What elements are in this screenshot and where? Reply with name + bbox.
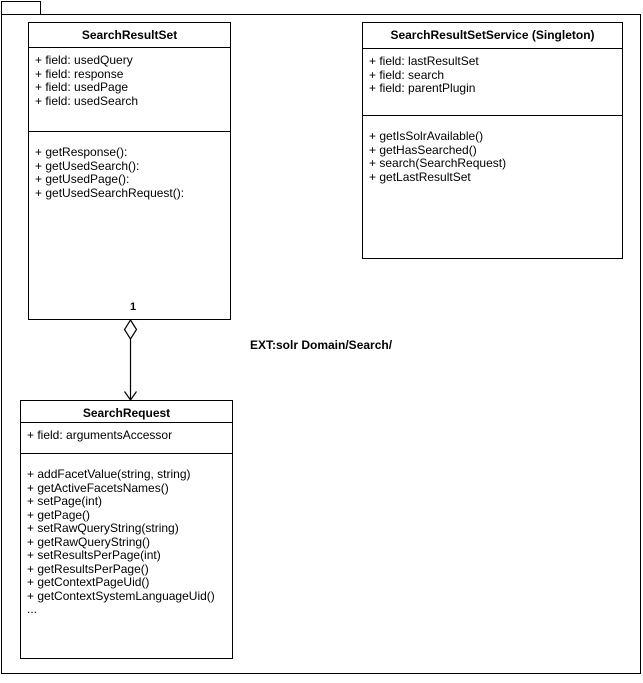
field-row: + field: usedQuery bbox=[35, 53, 133, 67]
field-row: + field: lastResultSet bbox=[369, 54, 479, 68]
field-row: + field: parentPlugin bbox=[369, 81, 476, 95]
methods-compartment: + getResponse():+ getUsedSearch():+ getU… bbox=[29, 131, 230, 319]
class-box-searchresultsetservice[interactable]: SearchResultSetService (Singleton) + fie… bbox=[362, 22, 623, 259]
methods-compartment: + getIsSolrAvailable()+ getHasSearched()… bbox=[363, 115, 622, 258]
method-row: + getResponse(): bbox=[35, 145, 128, 159]
class-title: SearchResultSetService (Singleton) bbox=[390, 28, 595, 42]
method-row: + getRawQueryString() bbox=[27, 534, 151, 549]
method-row: + getResultsPerPage() bbox=[27, 561, 149, 576]
field-row: + field: usedSearch bbox=[35, 93, 139, 108]
method-row: + getIsSolrAvailable() bbox=[369, 129, 484, 143]
method-row: + getActiveFacetsNames() bbox=[27, 480, 169, 495]
field-row: + field: argumentsAccessor bbox=[27, 428, 173, 442]
method-row: + getLastResultSet bbox=[369, 169, 471, 184]
field-row: + field: usedPage bbox=[35, 80, 129, 94]
method-row: ... bbox=[27, 602, 38, 616]
aggregation-connector[interactable] bbox=[118, 319, 143, 402]
methods-compartment: + addFacetValue(string, string)+ getActi… bbox=[21, 453, 232, 658]
method-row: + getContextSystemLanguageUid() bbox=[27, 588, 215, 603]
fields-compartment: + field: argumentsAccessor bbox=[21, 422, 232, 453]
fields-compartment: + field: usedQuery+ field: response+ fie… bbox=[29, 47, 230, 131]
arrowhead-icon bbox=[124, 391, 137, 402]
aggregation-diamond-icon bbox=[123, 319, 138, 341]
package-annotation: EXT:solr Domain/Search/ bbox=[250, 338, 393, 352]
method-row: + addFacetValue(string, string) bbox=[27, 467, 191, 481]
field-row: + field: response bbox=[35, 66, 124, 81]
class-box-searchrequest[interactable]: SearchRequest + field: argumentsAccessor… bbox=[20, 400, 233, 659]
class-box-searchresultset[interactable]: SearchResultSet + field: usedQuery+ fiel… bbox=[28, 22, 231, 320]
method-row: + setPage(int) bbox=[27, 494, 103, 508]
frame-tab bbox=[1, 1, 41, 15]
fields-compartment: + field: lastResultSet+ field: search+ f… bbox=[363, 48, 622, 115]
method-row: + search(SearchRequest) bbox=[369, 156, 507, 170]
field-row: + field: search bbox=[369, 67, 445, 82]
method-row: + getHasSearched() bbox=[369, 142, 477, 157]
method-row: + getPage() bbox=[27, 507, 91, 522]
method-row: + getUsedSearchRequest(): bbox=[35, 185, 185, 200]
method-row: + setRawQueryString(string) bbox=[27, 521, 179, 535]
method-row: + setResultsPerPage(int) bbox=[27, 548, 161, 562]
method-row: + getContextPageUid() bbox=[27, 575, 150, 589]
method-row: + getUsedSearch(): bbox=[35, 158, 140, 173]
multiplicity-label: 1 bbox=[129, 301, 137, 313]
class-title: SearchRequest bbox=[82, 406, 171, 420]
class-title: SearchResultSet bbox=[81, 28, 178, 42]
method-row: + getUsedPage(): bbox=[35, 172, 130, 186]
